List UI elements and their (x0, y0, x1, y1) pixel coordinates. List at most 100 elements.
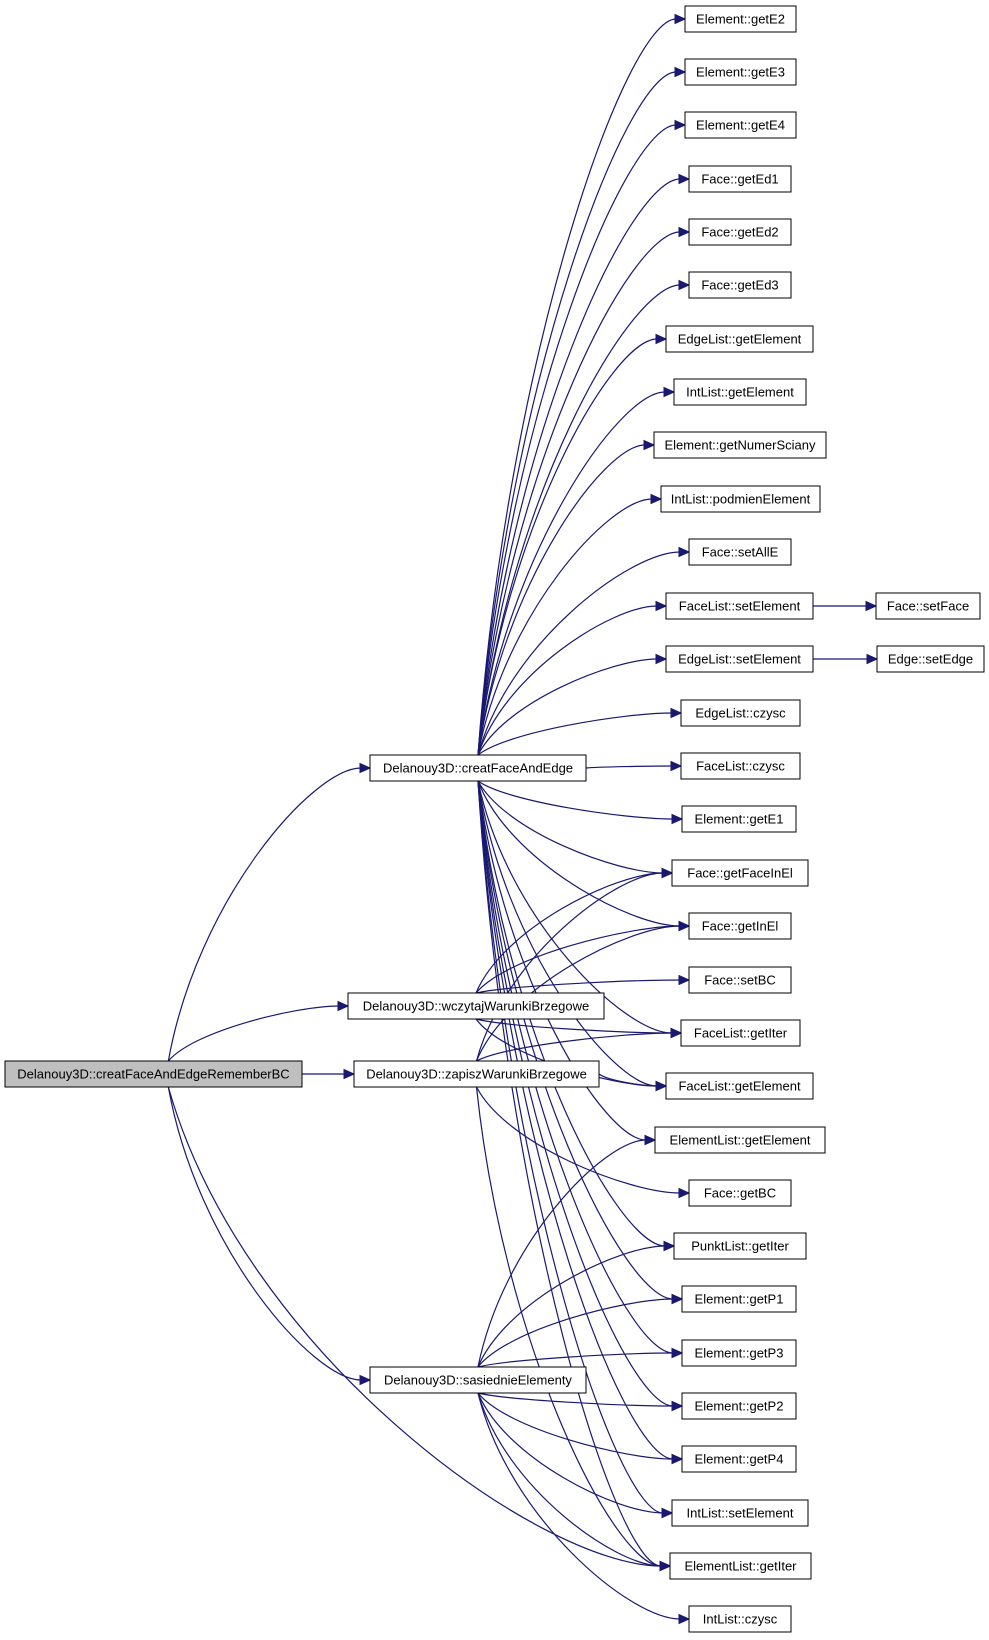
function-node-ilSetEl[interactable]: IntList::setElement (671, 1499, 809, 1527)
edge-line (477, 780, 662, 1567)
function-nodes: Delanouy3D::creatFaceAndEdgeRememberBCDe… (4, 5, 985, 1633)
node-label: Face::getBC (704, 1186, 776, 1201)
node-box (688, 1179, 792, 1207)
edge-line (477, 124, 677, 756)
call-edge-zwb-to-flGetIter (476, 1027, 683, 1062)
function-node-setAllE[interactable]: Face::setAllE (688, 538, 792, 566)
function-node-emGetEl[interactable]: ElementList::getElement (654, 1126, 826, 1154)
node-label: Face::getFaceInEl (687, 866, 793, 881)
function-node-elCzysc[interactable]: EdgeList::czysc (680, 699, 801, 727)
call-edge-cfe-to-ilPodm (477, 493, 663, 756)
arrow-head-icon (644, 1134, 657, 1146)
arrow-head-icon (670, 707, 683, 719)
function-node-getP1[interactable]: Element::getP1 (681, 1285, 797, 1313)
edge-line (475, 872, 664, 994)
function-node-flSetEl[interactable]: FaceList::setElement (665, 592, 814, 620)
function-node-ilCzysc[interactable]: IntList::czysc (688, 1605, 792, 1633)
function-node-cfe[interactable]: Delanouy3D::creatFaceAndEdge (369, 754, 587, 782)
edge-line (477, 780, 674, 1407)
function-node-flGetEl[interactable]: FaceList::getElement (665, 1072, 814, 1100)
node-box (688, 1605, 792, 1633)
node-box (681, 1339, 797, 1367)
node-box (688, 271, 792, 299)
arrow-head-icon (655, 333, 668, 345)
edge-line (477, 1392, 674, 1460)
edge-line (477, 658, 658, 756)
function-node-getP3[interactable]: Element::getP3 (681, 1339, 797, 1367)
function-node-getBC[interactable]: Face::getBC (688, 1179, 792, 1207)
call-edge-root-to-cfe (167, 762, 372, 1062)
edge-line (477, 1392, 662, 1567)
edge-line (167, 1005, 340, 1062)
edge-line (477, 780, 674, 1354)
function-node-ilPodm[interactable]: IntList::podmienElement (660, 485, 821, 513)
arrow-head-icon (866, 653, 879, 665)
call-edge-zwb-to-getFIE (475, 867, 674, 1062)
arrow-head-icon (674, 66, 687, 78)
edge-line (477, 18, 677, 756)
node-label: FaceList::czysc (696, 759, 785, 774)
function-node-getEd2[interactable]: Face::getEd2 (688, 218, 792, 246)
function-node-ilGetEl[interactable]: IntList::getElement (673, 378, 807, 406)
arrow-head-icon (359, 1374, 372, 1386)
function-node-elSetEl[interactable]: EdgeList::setElement (665, 645, 814, 673)
node-label: Face::getEd3 (701, 278, 778, 293)
arrow-head-icon (359, 762, 372, 774)
function-node-setBC[interactable]: Face::setBC (688, 966, 792, 994)
call-edge-cfe-to-getEd1 (477, 173, 691, 756)
node-box (688, 912, 792, 940)
function-node-setEdge[interactable]: Edge::setEdge (876, 645, 985, 673)
call-edge-sas-to-getP1 (477, 1293, 684, 1368)
function-node-flCzysc[interactable]: FaceList::czysc (680, 752, 801, 780)
function-node-elGetEl[interactable]: EdgeList::getElement (665, 325, 814, 353)
function-node-getNS[interactable]: Element::getNumerSciany (653, 431, 827, 459)
function-node-sas[interactable]: Delanouy3D::sasiednieElementy (369, 1366, 587, 1394)
function-node-setFace[interactable]: Face::setFace (875, 592, 981, 620)
edge-line (167, 1086, 662, 1567)
node-box (369, 754, 587, 782)
node-box (681, 1445, 797, 1473)
arrow-head-icon (655, 600, 668, 612)
edge-line (477, 780, 664, 874)
call-edge-cfe-to-elGetEl (477, 333, 668, 756)
function-node-getP4[interactable]: Element::getP4 (681, 1445, 797, 1473)
function-node-getE1[interactable]: Element::getE1 (681, 805, 797, 833)
edge-line (477, 338, 658, 756)
function-node-zwb[interactable]: Delanouy3D::zapiszWarunkiBrzegowe (353, 1060, 600, 1088)
function-node-root[interactable]: Delanouy3D::creatFaceAndEdgeRememberBC (4, 1060, 303, 1088)
node-label: Element::getP4 (695, 1452, 784, 1467)
edge-line (475, 925, 681, 994)
function-node-getInEl[interactable]: Face::getInEl (688, 912, 792, 940)
node-box (681, 805, 797, 833)
call-edge-root-to-sas (167, 1086, 372, 1386)
edge-line (477, 1352, 674, 1368)
edge-line (477, 71, 677, 756)
function-node-getE2[interactable]: Element::getE2 (684, 5, 797, 33)
node-label: Element::getE4 (696, 118, 785, 133)
node-label: Delanouy3D::sasiednieElementy (384, 1373, 572, 1388)
edge-line (475, 1018, 673, 1034)
node-box (688, 538, 792, 566)
function-node-wwb[interactable]: Delanouy3D::wczytajWarunkiBrzegowe (347, 992, 605, 1020)
node-box (353, 1060, 600, 1088)
function-node-getP2[interactable]: Element::getP2 (681, 1392, 797, 1420)
function-node-getEd1[interactable]: Face::getEd1 (688, 165, 792, 193)
call-edge-cfe-to-getE2 (477, 13, 687, 756)
function-node-getFIE[interactable]: Face::getFaceInEl (671, 859, 809, 887)
call-edge-sas-to-getP4 (477, 1392, 684, 1465)
function-node-flGetIter[interactable]: FaceList::getIter (680, 1019, 801, 1047)
node-box (669, 1552, 812, 1580)
edge-line (477, 712, 673, 756)
function-node-plGetIter[interactable]: PunktList::getIter (673, 1232, 807, 1260)
function-node-emGetIter[interactable]: ElementList::getIter (669, 1552, 812, 1580)
call-edge-zwb-to-getInEl (475, 920, 691, 1062)
edge-line (477, 1392, 681, 1620)
node-box (665, 1072, 814, 1100)
node-label: Delanouy3D::zapiszWarunkiBrzegowe (366, 1067, 587, 1082)
function-node-getEd3[interactable]: Face::getEd3 (688, 271, 792, 299)
call-edge-sas-to-getP2 (477, 1392, 684, 1412)
function-node-getE3[interactable]: Element::getE3 (684, 58, 797, 86)
node-box (688, 165, 792, 193)
function-node-getE4[interactable]: Element::getE4 (684, 111, 797, 139)
